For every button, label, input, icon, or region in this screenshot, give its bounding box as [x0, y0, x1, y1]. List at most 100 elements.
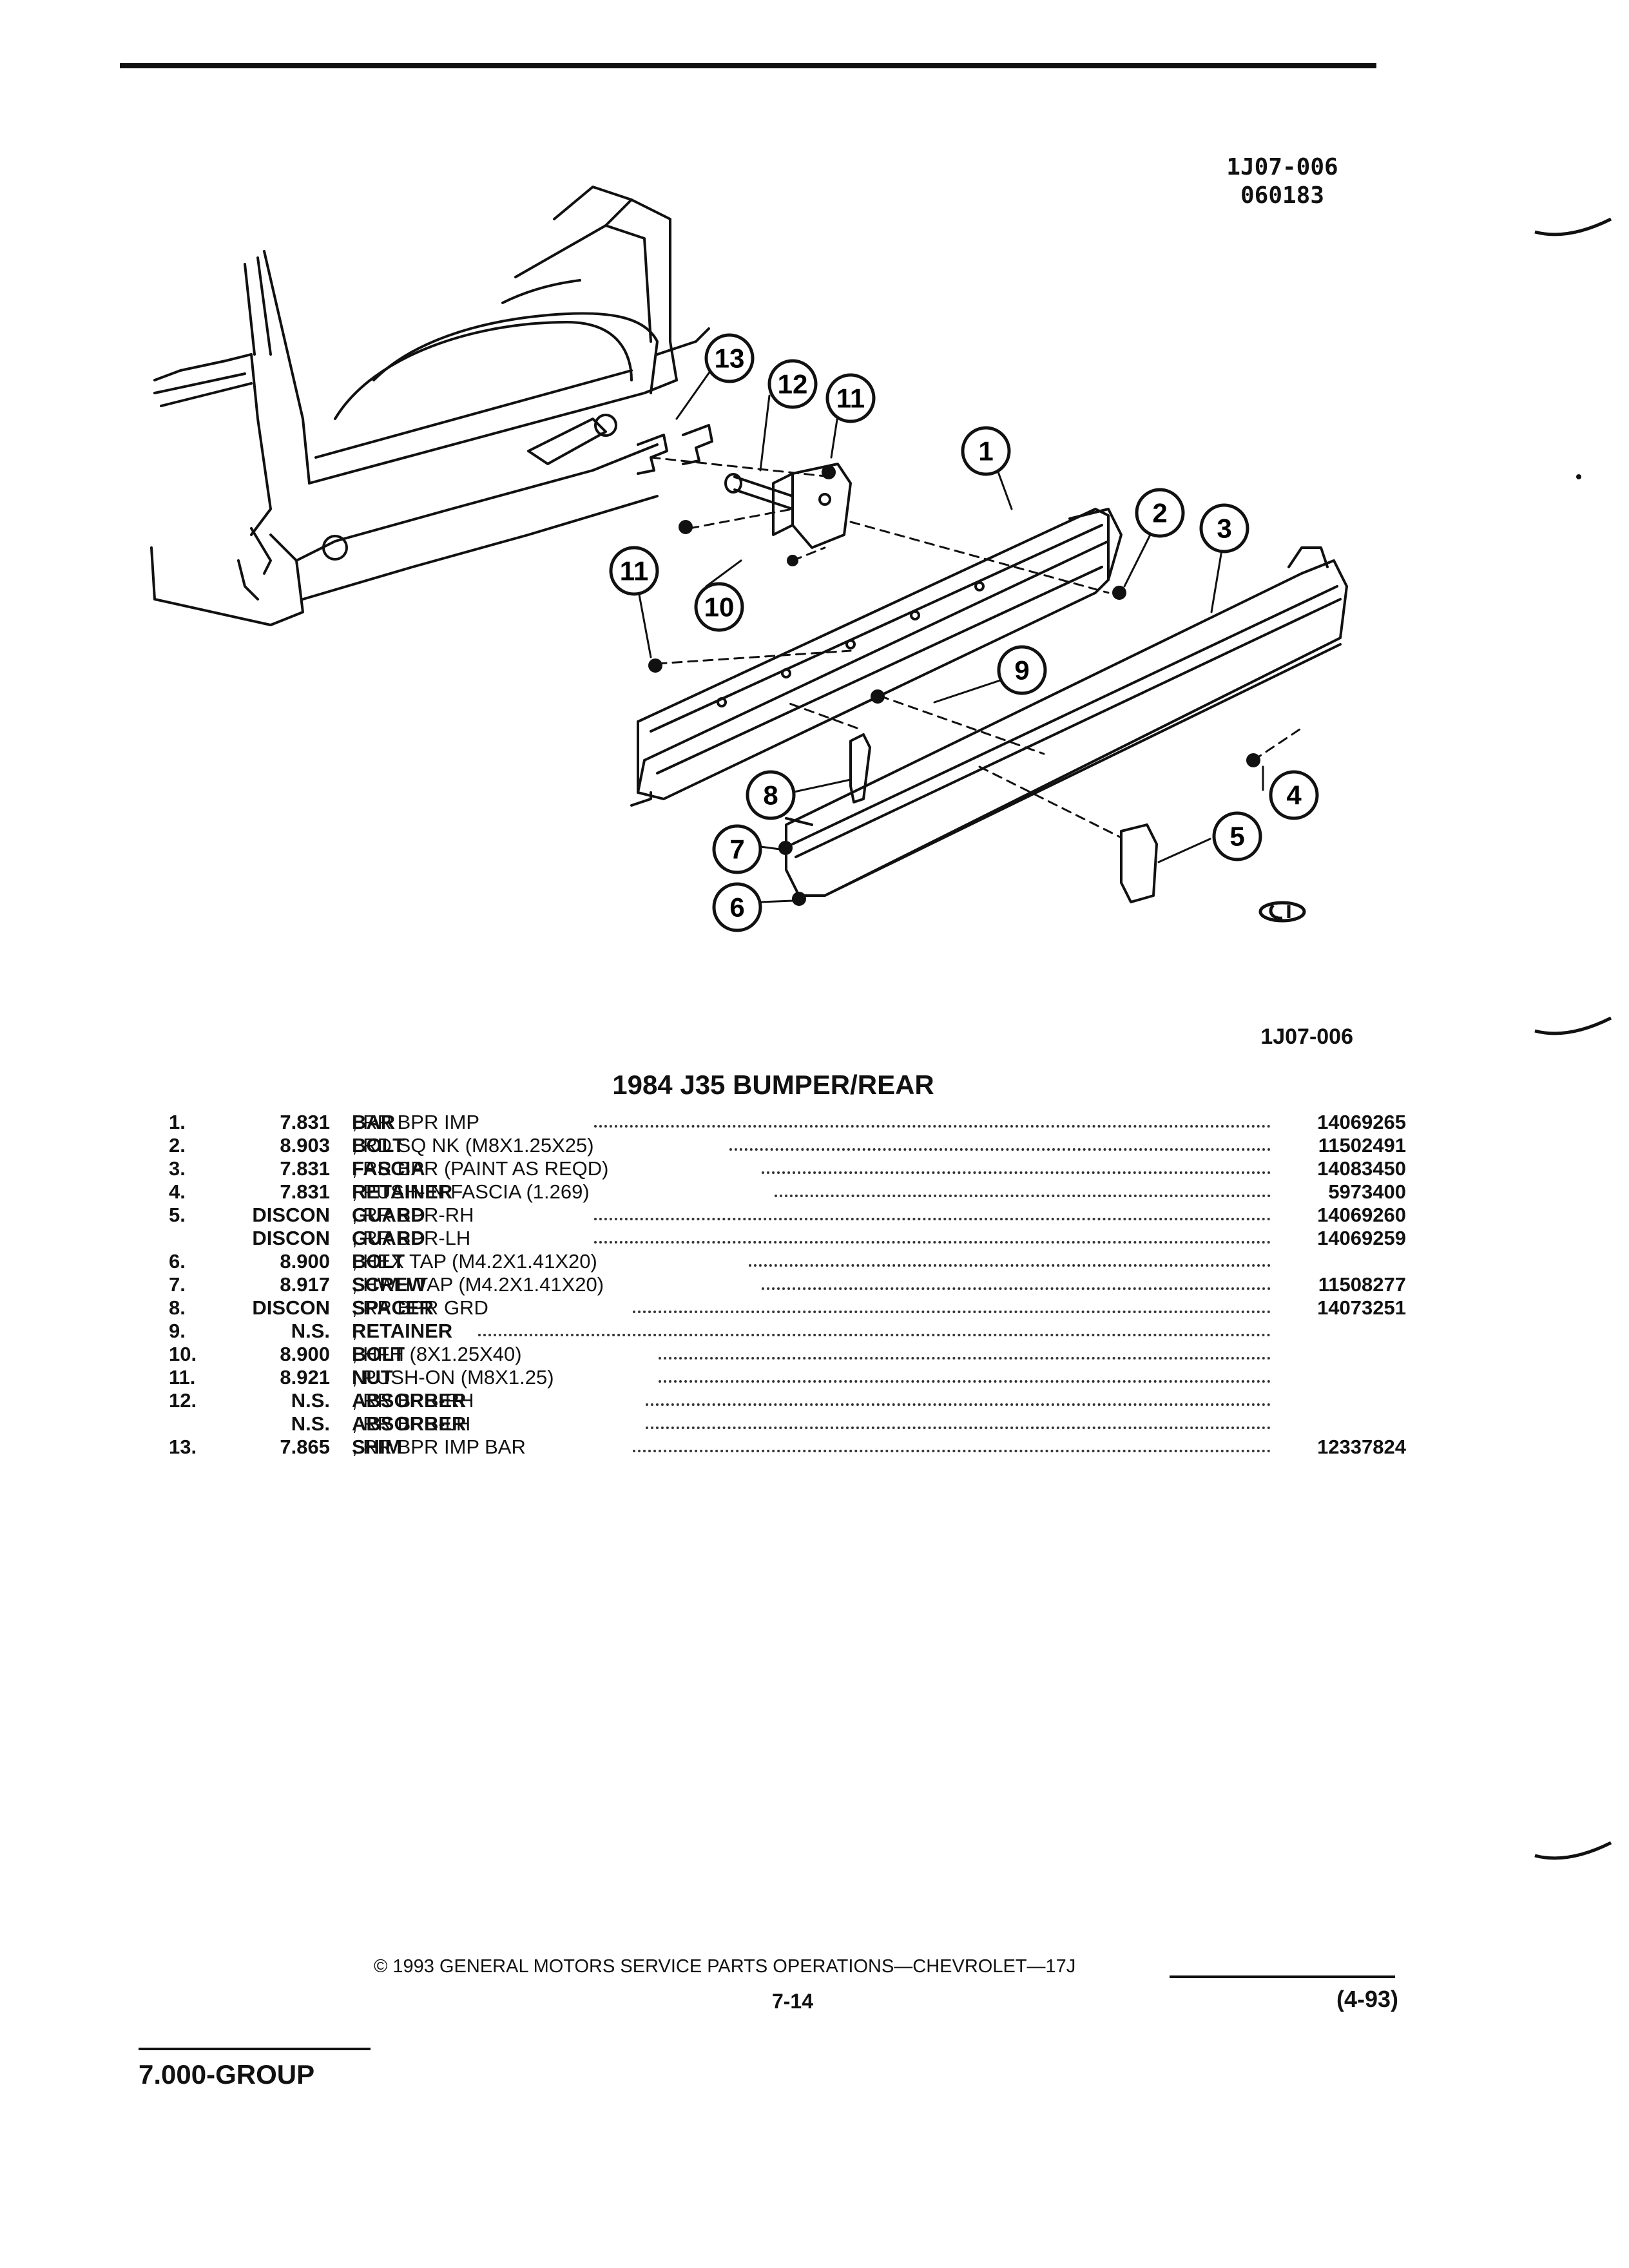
part-row: 6. 8.900 BOLT , HEX TAP (M4.2X1.41X20): [169, 1250, 1406, 1273]
part-row: 9. N.S. RETAINER ,: [169, 1320, 1406, 1343]
bumper-guard-part: [1120, 823, 1158, 903]
callout-9: 9: [997, 645, 1047, 695]
parts-list: 1. 7.831 BAR , RR BPR IMP 14069265 2. 8.…: [169, 1111, 1406, 1459]
callout-5: 5: [1212, 811, 1262, 861]
section-title: 1984 J35 BUMPER/REAR: [612, 1070, 934, 1100]
top-rule: [120, 63, 1376, 68]
part-catalog-number: 14083450: [1317, 1157, 1406, 1180]
svg-text:7: 7: [729, 834, 744, 865]
vehicle-body-outline: [150, 186, 710, 626]
callouts: 13 12 11 1 2 3 11 10 9 8 4 7 5 6: [609, 333, 1319, 932]
group-number: 7.831: [280, 1157, 330, 1180]
leader-dots: [762, 1171, 1271, 1174]
part-number: 6.: [169, 1250, 186, 1273]
part-catalog-number: 14069265: [1317, 1111, 1406, 1133]
part-number: 13.: [169, 1436, 197, 1458]
group-label: 7.000-GROUP: [139, 2059, 315, 2090]
part-row: 4. 7.831 RETAINER , PUSH-IN FASCIA (1.26…: [169, 1180, 1406, 1203]
callout-11-left: 11: [609, 546, 659, 596]
page-number: 7-14: [771, 1990, 814, 2013]
illustration-number: 1J07-006: [1226, 154, 1338, 180]
part-row: 11. 8.921 NUT , PUSH-ON (M8X1.25): [169, 1366, 1406, 1389]
group-number: DISCON: [252, 1204, 330, 1226]
illustration-date: 060183: [1240, 182, 1325, 209]
callout-13: 13: [704, 333, 755, 383]
part-row: N.S. ABSORBER , RR BPR-LH: [169, 1412, 1406, 1436]
leader-dots: [775, 1195, 1271, 1197]
svg-text:10: 10: [704, 592, 735, 622]
group-number: 7.831: [280, 1180, 330, 1203]
group-number: 8.900: [280, 1343, 330, 1365]
part-number: 8.: [169, 1296, 186, 1319]
leader-dots: [633, 1311, 1271, 1313]
svg-text:12: 12: [778, 369, 808, 399]
part-catalog-number: 11502491: [1318, 1134, 1406, 1157]
callout-6: 6: [712, 882, 762, 932]
part-number: 12.: [169, 1389, 197, 1412]
part-number: 2.: [169, 1134, 186, 1157]
part-row: 5. DISCON GUARD , RR BPR-RH 14069260: [169, 1204, 1406, 1226]
part-number: 4.: [169, 1180, 186, 1203]
svg-text:2: 2: [1152, 498, 1167, 528]
leader-dots: [659, 1357, 1271, 1360]
revision-date: (4-93): [1336, 1986, 1398, 2012]
energy-absorber-part: [724, 463, 852, 549]
part-row: 2. 8.903 BOLT , RD SQ NK (M8X1.25X25) 11…: [169, 1134, 1406, 1157]
copyright-notice: © 1993 GENERAL MOTORS SERVICE PARTS OPER…: [374, 1956, 1076, 1977]
group-number: DISCON: [252, 1227, 330, 1249]
svg-text:3: 3: [1217, 514, 1231, 544]
leader-dots: [646, 1427, 1271, 1429]
group-number: 8.921: [280, 1366, 330, 1389]
svg-text:11: 11: [836, 383, 865, 414]
svg-text:1: 1: [978, 436, 993, 466]
svg-text:5: 5: [1229, 822, 1244, 852]
part-number: 1.: [169, 1111, 186, 1133]
part-row: 12. N.S. ABSORBER , RR BPR-RH: [169, 1389, 1406, 1412]
illustration-reference: 1J07-006 060183: [1205, 153, 1360, 210]
group-number: N.S.: [291, 1320, 330, 1342]
svg-text:11: 11: [620, 556, 648, 586]
leader-dots: [659, 1380, 1271, 1383]
part-number: 11.: [169, 1366, 196, 1389]
leader-dots: [478, 1334, 1271, 1336]
leader-dots: [594, 1241, 1271, 1244]
part-catalog-number: 5973400: [1328, 1180, 1406, 1203]
group-number: 8.917: [280, 1273, 330, 1296]
leader-dots: [646, 1403, 1271, 1406]
group-number: N.S.: [291, 1389, 330, 1412]
callout-4: 4: [1269, 770, 1319, 820]
part-row: 8. DISCON SPACER , RR BPR GRD 14073251: [169, 1296, 1406, 1319]
leader-dots: [594, 1125, 1271, 1128]
impact-bar-part: [630, 508, 1123, 807]
callout-7: 7: [712, 824, 762, 874]
callout-11-top: 11: [825, 373, 876, 423]
part-catalog-number: 14069260: [1317, 1204, 1406, 1226]
part-row: 3. 7.831 FASCIA , RR BPR (PAINT AS REQD)…: [169, 1157, 1406, 1180]
part-catalog-number: 14073251: [1317, 1296, 1406, 1319]
part-catalog-number: 11508277: [1318, 1273, 1406, 1296]
part-row: DISCON GUARD , RR BPR-LH 14069259: [169, 1227, 1406, 1250]
figure-reference: 1J07-006: [1260, 1024, 1353, 1049]
leader-dots: [762, 1287, 1271, 1290]
part-row: 13. 7.865 SHIM , RR BPR IMP BAR 12337824: [169, 1436, 1406, 1458]
part-row: 1. 7.831 BAR , RR BPR IMP 14069265: [169, 1111, 1406, 1133]
leader-dots: [729, 1148, 1271, 1151]
group-number: 7.831: [280, 1111, 330, 1133]
callout-8: 8: [746, 770, 796, 820]
part-number: 5.: [169, 1204, 186, 1226]
footer-rule-left: [139, 2048, 371, 2050]
group-number: DISCON: [252, 1296, 330, 1319]
svg-text:9: 9: [1014, 655, 1029, 686]
group-number: 8.903: [280, 1134, 330, 1157]
leader-dots: [749, 1264, 1271, 1267]
svg-text:8: 8: [763, 780, 778, 811]
group-number: 7.865: [280, 1436, 330, 1458]
part-number: 3.: [169, 1157, 186, 1180]
leader-dots: [594, 1218, 1271, 1220]
part-number: 9.: [169, 1320, 186, 1342]
callout-2: 2: [1135, 488, 1185, 538]
callout-10: 10: [694, 582, 744, 632]
group-number: N.S.: [291, 1412, 330, 1435]
spacer-part: [849, 733, 871, 803]
part-row: 7. 8.917 SCREW , HWH TAP (M4.2X1.41X20) …: [169, 1273, 1406, 1296]
